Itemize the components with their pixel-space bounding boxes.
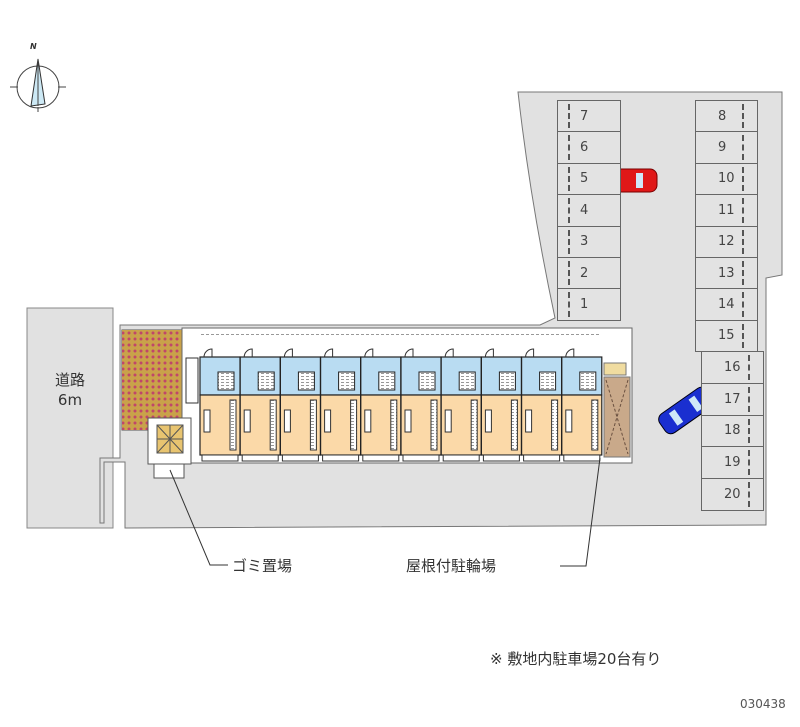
map-code: 030438 <box>740 697 786 711</box>
bike-parking-label: 屋根付駐輪場 <box>406 557 497 575</box>
slot-number: 11 <box>718 202 735 218</box>
slot-number: 15 <box>718 328 735 344</box>
apartment-unit <box>199 348 241 462</box>
slot-number: 3 <box>580 234 589 250</box>
parking-slot-18: 18 <box>701 414 764 448</box>
parking-slot-9: 9 <box>695 131 758 164</box>
bike-parking <box>603 376 631 458</box>
slot-number: 20 <box>724 487 741 503</box>
parking-slot-11: 11 <box>695 194 758 227</box>
slot-number: 19 <box>724 455 741 471</box>
slot-divider-line <box>742 323 744 349</box>
slot-number: 6 <box>580 140 589 156</box>
parking-slot-10: 10 <box>695 162 758 196</box>
parking-slot-20: 20 <box>701 478 764 511</box>
slot-divider-line <box>568 166 570 192</box>
parking-slot-12: 12 <box>695 225 758 258</box>
slot-number: 14 <box>718 297 735 313</box>
slot-divider-line <box>742 261 744 286</box>
slot-divider-line <box>568 229 570 254</box>
slot-divider-line <box>568 104 570 129</box>
car-blue-icon <box>658 386 715 435</box>
slot-number: 9 <box>718 140 727 156</box>
parking-slot-14: 14 <box>695 288 758 321</box>
apartment-unit <box>279 348 321 462</box>
slot-number: 1 <box>580 297 589 313</box>
apartment-unit <box>480 348 522 462</box>
road-label: 道路 6m <box>55 370 85 410</box>
garbage-label: ゴミ置場 <box>232 557 293 575</box>
slot-number: 10 <box>718 171 735 187</box>
parking-note: ※ 敷地内駐車場20台有り <box>490 650 662 668</box>
slot-divider-line <box>742 292 744 317</box>
apartment-unit <box>561 348 603 462</box>
apartment-unit <box>360 348 402 462</box>
slot-number: 12 <box>718 234 735 250</box>
slot-divider-line <box>748 418 750 444</box>
parking-slot-6: 6 <box>557 131 621 164</box>
apartment-unit <box>239 348 281 462</box>
slot-number: 5 <box>580 171 589 187</box>
apartment-unit <box>440 348 482 462</box>
slot-divider-line <box>742 166 744 192</box>
slot-number: 4 <box>580 202 589 218</box>
slot-divider-line <box>742 229 744 254</box>
slot-number: 17 <box>724 391 741 407</box>
compass-icon <box>10 58 66 112</box>
garbage-leader-line <box>169 469 228 566</box>
slot-divider-line <box>742 104 744 129</box>
slot-divider-line <box>748 386 750 412</box>
slot-divider-line <box>568 261 570 286</box>
bike-leader-line <box>560 457 601 567</box>
apartment-unit <box>520 348 563 462</box>
slot-number: 16 <box>724 359 741 375</box>
slot-divider-line <box>748 355 750 380</box>
slot-divider-line <box>568 292 570 317</box>
north-label: N <box>30 42 37 51</box>
slot-divider-line <box>748 450 750 476</box>
parking-slot-15: 15 <box>695 319 758 353</box>
parking-slot-17: 17 <box>701 382 764 416</box>
parking-slot-8: 8 <box>695 100 758 133</box>
apartment-unit <box>400 348 442 462</box>
slot-number: 7 <box>580 108 589 124</box>
parking-slot-4: 4 <box>557 194 621 227</box>
slot-number: 13 <box>718 265 735 281</box>
slot-number: 2 <box>580 265 589 281</box>
parking-slot-19: 19 <box>701 446 764 480</box>
slot-divider-line <box>742 198 744 223</box>
road-width: 6m <box>57 391 83 409</box>
parking-slot-1: 1 <box>557 288 621 321</box>
slot-divider-line <box>748 482 750 507</box>
parking-slot-3: 3 <box>557 225 621 258</box>
slot-number: 8 <box>718 108 727 124</box>
parking-slot-16: 16 <box>701 351 764 384</box>
parking-slot-2: 2 <box>557 257 621 290</box>
apartment-unit <box>320 348 362 462</box>
parking-slot-5: 5 <box>557 162 621 196</box>
stairs <box>185 357 199 404</box>
apartment-units <box>199 348 603 462</box>
slot-number: 18 <box>724 423 741 439</box>
road-name: 道路 <box>55 371 86 389</box>
parking-slot-7: 7 <box>557 100 621 133</box>
road <box>26 307 114 529</box>
slot-divider-line <box>568 135 570 160</box>
parking-slot-13: 13 <box>695 257 758 290</box>
slot-divider-line <box>568 198 570 223</box>
slot-divider-line <box>742 135 744 160</box>
